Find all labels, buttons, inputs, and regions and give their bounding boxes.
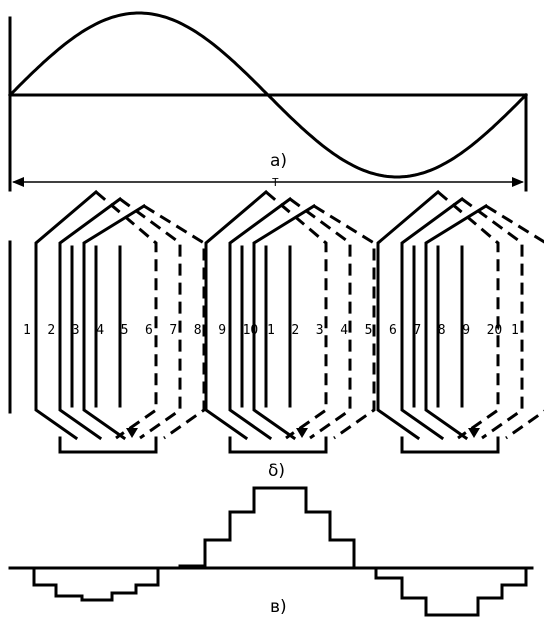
period-arrow-left-head bbox=[12, 177, 24, 187]
slot-number: 8 bbox=[194, 323, 202, 338]
coil-dashed-side bbox=[461, 197, 524, 440]
coil-dashed-side bbox=[313, 204, 376, 440]
slot-number: 10 bbox=[243, 323, 259, 338]
slot-number: 9 bbox=[462, 323, 470, 338]
connection-arrow bbox=[126, 428, 138, 438]
connection-arrow bbox=[468, 428, 480, 438]
slot-number: 7 bbox=[413, 323, 421, 338]
slot-number: 2 bbox=[291, 323, 299, 338]
panel-c-stepped-waveform: в) bbox=[8, 486, 534, 617]
coil-solid-side bbox=[58, 196, 123, 441]
period-arrow-right-head bbox=[512, 177, 524, 187]
coil-solid-side bbox=[204, 189, 269, 441]
period-label: T bbox=[272, 176, 279, 189]
slot-number: 20 bbox=[487, 323, 503, 338]
panel-a-caption: а) bbox=[270, 151, 287, 171]
slot-number: 1 bbox=[267, 323, 275, 338]
sine-wave bbox=[7, 11, 529, 179]
coil-solid-side bbox=[34, 189, 99, 441]
coil-solid-side bbox=[82, 203, 147, 441]
slot-number: 9 bbox=[218, 323, 226, 338]
coil-solid-side bbox=[228, 196, 293, 441]
connection-arrow bbox=[296, 428, 308, 438]
panel-b-coils bbox=[8, 189, 544, 454]
slot-number: 3 bbox=[316, 323, 324, 338]
slot-number-labels: 1 2 3 4 5 6 7 8 9 10 1 2 3 4 5 6 7 8 9 20 1 bbox=[23, 323, 519, 338]
coil-dashed-side bbox=[289, 197, 352, 440]
coil-connection-bus bbox=[400, 436, 500, 454]
slot-number: 6 bbox=[389, 323, 397, 338]
slot-number: 4 bbox=[340, 323, 348, 338]
slot-number: 8 bbox=[438, 323, 446, 338]
coil-connection-bus bbox=[58, 436, 158, 454]
coil-solid-side bbox=[376, 189, 441, 441]
coil-connection-bus bbox=[228, 436, 328, 454]
coil-solid-side bbox=[424, 203, 489, 441]
panel-a-sine: а) T bbox=[7, 11, 529, 192]
slot-number: 5 bbox=[365, 323, 373, 338]
coil-solid-side bbox=[400, 196, 465, 441]
panel-b-caption: δ) bbox=[268, 461, 285, 481]
step-negative-right bbox=[374, 566, 528, 617]
slot-number: 3 bbox=[72, 323, 80, 338]
coil-dashed-side bbox=[485, 204, 544, 440]
coil-solid-side bbox=[252, 203, 317, 441]
slot-number: 6 bbox=[145, 323, 153, 338]
coil-dashed-side bbox=[143, 204, 206, 440]
step-negative-left bbox=[32, 566, 160, 602]
slot-number: 1 bbox=[511, 323, 519, 338]
slot-number: 1 bbox=[23, 323, 31, 338]
coil-dashed-side bbox=[119, 197, 182, 440]
panel-c-caption: в) bbox=[270, 597, 287, 617]
step-positive-center bbox=[178, 486, 356, 570]
slot-number: 4 bbox=[96, 323, 104, 338]
slot-number: 7 bbox=[169, 323, 177, 338]
slot-number: 5 bbox=[121, 323, 129, 338]
slot-number: 2 bbox=[47, 323, 55, 338]
